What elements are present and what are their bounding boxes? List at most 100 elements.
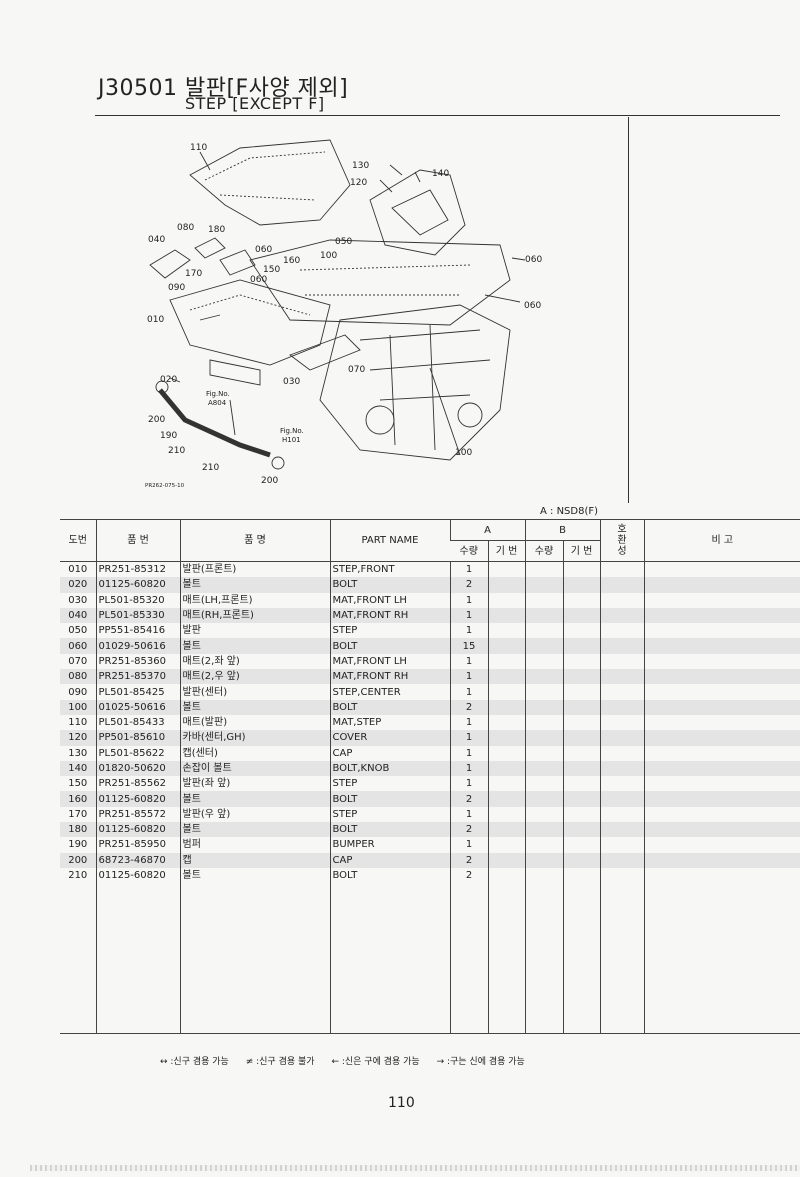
row-serial-a xyxy=(487,776,525,792)
row-qty-a: 1 xyxy=(449,653,488,670)
blank-cell xyxy=(95,883,180,1035)
row-name-kr: 손잡이 볼트 xyxy=(179,760,330,777)
row-qty-a: 1 xyxy=(449,684,488,700)
col-header-group-b: B xyxy=(524,519,600,541)
row-qty-b xyxy=(524,760,563,777)
row-qty-b xyxy=(524,607,563,624)
page-number: 110 xyxy=(388,1095,415,1111)
row-ref-no: 050 xyxy=(68,625,88,637)
row-serial-b xyxy=(562,837,600,853)
blank-cell xyxy=(60,883,96,1035)
frame-shape xyxy=(319,304,511,461)
row-ref-no: 020 xyxy=(60,577,96,593)
row-remarks xyxy=(643,730,800,746)
exploded-view-drawing: 110 130 140 120 080 180 040 060 050 160 … xyxy=(145,139,542,489)
row-qty-b xyxy=(524,669,563,685)
row-name-kr: 발판(프론트) xyxy=(179,561,330,578)
diagram-border xyxy=(628,117,629,503)
drawing-code: PR262-075-10 xyxy=(145,483,185,489)
row-name-kr: 매트(발판) xyxy=(179,714,330,731)
row-remarks xyxy=(643,592,800,608)
row-remarks xyxy=(643,684,800,700)
cover-120-shape xyxy=(369,169,466,256)
row-remarks xyxy=(643,760,800,777)
row-serial-a xyxy=(487,791,525,807)
row-serial-a xyxy=(487,561,525,578)
row-interchange xyxy=(599,577,644,593)
row-part-number: 01125-60820 xyxy=(95,577,180,593)
row-qty-a: 1 xyxy=(449,714,488,731)
blank-cell xyxy=(562,883,600,1035)
row-part-number: 68723-46870 xyxy=(95,852,180,868)
row-qty-b xyxy=(524,852,563,868)
row-name-kr: 캡 xyxy=(179,852,330,868)
callout-label: 130 xyxy=(352,161,369,171)
row-part-number: PL501-85433 xyxy=(95,714,180,731)
col-header-b-qty: 수량 xyxy=(524,540,563,562)
callout-label: 190 xyxy=(160,431,177,441)
row-part-number: PR251-85572 xyxy=(95,806,180,823)
row-interchange xyxy=(599,745,644,761)
callout-label: 040 xyxy=(148,235,165,245)
row-remarks xyxy=(643,852,800,868)
row-serial-b xyxy=(562,806,600,823)
row-part-number: 01029-50616 xyxy=(95,638,180,654)
row-name-en: MAT,STEP xyxy=(329,714,450,731)
row-remarks xyxy=(643,714,800,731)
mat-110-shape xyxy=(189,139,351,226)
row-qty-b xyxy=(524,806,563,823)
row-part-number: 01125-60820 xyxy=(95,791,180,807)
row-qty-a: 2 xyxy=(449,791,488,807)
callout-label: 160 xyxy=(283,256,300,266)
row-part-number: PL501-85425 xyxy=(95,684,180,700)
row-serial-a xyxy=(487,607,525,624)
row-remarks xyxy=(643,653,800,670)
row-interchange xyxy=(599,653,644,670)
row-part-number: PL501-85330 xyxy=(95,607,180,624)
row-qty-a: 2 xyxy=(449,822,488,838)
row-remarks xyxy=(643,806,800,823)
col-header-a-qty: 수량 xyxy=(450,540,488,562)
row-ref-no: 010 xyxy=(68,564,88,576)
row-part-number: PP551-85416 xyxy=(95,623,180,639)
row-qty-a: 15 xyxy=(449,638,488,654)
row-serial-a xyxy=(487,699,525,715)
row-interchange xyxy=(599,852,644,868)
row-qty-b xyxy=(524,561,563,578)
row-name-en: MAT,FRONT LH xyxy=(329,592,450,608)
row-serial-b xyxy=(562,623,600,639)
row-name-kr: 매트(RH,프론트) xyxy=(179,607,330,624)
callout-label: 200 xyxy=(148,415,165,425)
blank-cell xyxy=(179,883,330,1035)
row-serial-b xyxy=(562,822,600,838)
row-serial-a xyxy=(487,592,525,608)
row-qty-b xyxy=(524,822,563,838)
row-part-number: PR251-85360 xyxy=(95,653,180,670)
callout-label: 060 xyxy=(525,255,542,265)
row-ref-no: 160 xyxy=(60,791,96,807)
row-part-number: 01125-60820 xyxy=(95,867,180,884)
row-serial-a xyxy=(487,638,525,654)
figure-ref-a804-line1: Fig.No. xyxy=(206,390,230,398)
row-part-number: 01025-50616 xyxy=(95,699,180,715)
row-part-number: PR251-85562 xyxy=(95,776,180,792)
scan-edge xyxy=(30,1165,800,1171)
row-serial-a xyxy=(487,623,525,639)
row-name-en: BUMPER xyxy=(329,837,450,853)
row-qty-a: 1 xyxy=(449,776,488,792)
callout-label: 100 xyxy=(455,448,472,458)
row-ref-no: 210 xyxy=(68,870,88,882)
row-qty-b xyxy=(524,714,563,731)
row-qty-a: 1 xyxy=(449,561,488,578)
variant-note: A : NSD8(F) xyxy=(540,506,599,517)
callout-label: 060 xyxy=(250,275,267,285)
col-header-a-serial: 기 번 xyxy=(487,540,525,562)
callout-label: 080 xyxy=(177,223,194,233)
row-name-en: STEP xyxy=(329,776,450,792)
